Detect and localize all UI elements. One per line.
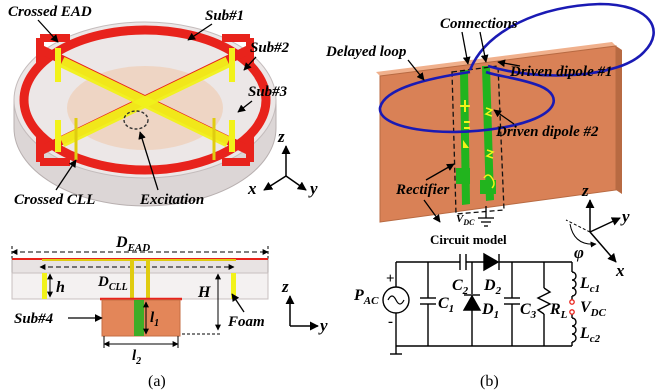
circ-c1: C1 (438, 295, 454, 315)
circ-c2: C2 (452, 277, 469, 297)
arrow-connections-1 (461, 31, 471, 65)
ead-end-se (222, 134, 254, 166)
axis-y-a3d: y (308, 179, 318, 198)
label-excitation: Excitation (139, 192, 204, 208)
dim-l2: l2 (132, 348, 141, 367)
circ-d1: D1 (481, 301, 499, 321)
circ-rl: RL (549, 301, 568, 321)
arrow-circuit-model (423, 199, 441, 223)
label-vdc-small: VDC (456, 213, 475, 227)
label-crossed-ead: Crossed EAD (8, 4, 92, 20)
circ-plus: + (386, 271, 395, 287)
axes-2d-a: z y (281, 277, 328, 335)
ead-end-sw (36, 134, 70, 166)
foam-layer (11, 272, 269, 300)
dim-H: H (197, 284, 211, 301)
circ-vdc: VDC (580, 299, 607, 319)
arrow-crossed-cll (55, 159, 77, 191)
arrow-excitation (138, 131, 159, 191)
ac-source-wave (387, 295, 405, 305)
vdc-node-top (569, 299, 575, 305)
ead-ring (19, 25, 271, 175)
label-circuit-model: Circuit model (430, 232, 507, 247)
label-connections: Connections (440, 16, 518, 32)
dim-d-ead: DEAD (115, 234, 150, 254)
axes-3d-a: z x y (247, 127, 318, 198)
circ-minus: - (388, 314, 393, 330)
axis-phi-b3d: φ (574, 243, 584, 262)
panel-b-board (376, 2, 655, 227)
circ-lc2: Lc2 (579, 325, 601, 345)
circ-d2: D2 (483, 277, 502, 297)
axis-y-a2d: y (318, 316, 328, 335)
arrow-connections-2 (479, 31, 489, 63)
label-driven-dipole-1: Driven dipole #1 (509, 64, 613, 80)
cll-arm-2 (59, 57, 231, 147)
label-sub3: Sub#3 (248, 84, 288, 100)
label-rectifier: Rectifier (395, 182, 449, 198)
dim-l1: l1 (150, 310, 159, 329)
dim-h: h (56, 279, 65, 296)
arrow-sub3 (237, 100, 253, 113)
circ-c3: C3 (520, 301, 537, 321)
arrow-sub2 (243, 56, 257, 71)
arrow-rectifier (425, 163, 455, 181)
axis-z-b3d: z (581, 181, 589, 200)
delayed-loop (378, 70, 555, 134)
label-driven-dipole-2: Driven dipole #2 (495, 124, 599, 140)
axis-x-b3d: x (615, 261, 625, 280)
label-crossed-cll: Crossed CLL (14, 192, 95, 208)
axis-x-a3d: x (247, 179, 257, 198)
arrow-crossed-ead (37, 19, 59, 43)
axes-3d-b: z y x φ (565, 181, 630, 280)
label-sub2: Sub#2 (250, 40, 290, 56)
arrow-foam (231, 293, 245, 313)
excitation-marker (123, 110, 149, 130)
arrow-driven-dipole-1 (497, 59, 521, 68)
arrow-driven-dipole-2 (493, 109, 515, 125)
arrow-sub1 (187, 23, 213, 41)
driven-dipole-1-loop (468, 2, 655, 77)
phi-arc (569, 223, 597, 248)
label-foam: Foam (227, 314, 265, 330)
vdc-node-bottom (569, 309, 575, 315)
dim-d-cll: DCLL (97, 274, 128, 293)
circ-lc1: Lc1 (579, 275, 600, 295)
label-delayed-loop: Delayed loop (325, 44, 407, 60)
circ-pac: PAC (353, 287, 379, 307)
caption-a: (a) (148, 373, 166, 390)
axis-z-a2d: z (281, 277, 289, 296)
panel-a-antenna-3d (13, 21, 277, 207)
arrow-delayed-loop (407, 59, 425, 81)
rectifier-strip-right (482, 66, 494, 201)
axis-y-b3d: y (620, 207, 630, 226)
board-side (616, 46, 622, 194)
axis-z-a3d: z (277, 127, 285, 146)
panel-a-cross-section (11, 246, 269, 348)
substrate-top-slab (11, 258, 269, 274)
label-sub1: Sub#1 (205, 8, 244, 24)
circuit-schematic (390, 252, 577, 355)
caption-b: (b) (480, 373, 499, 390)
board-top-edge (376, 42, 616, 76)
ead-end-ne (222, 34, 254, 66)
label-sub4: Sub#4 (14, 311, 54, 327)
